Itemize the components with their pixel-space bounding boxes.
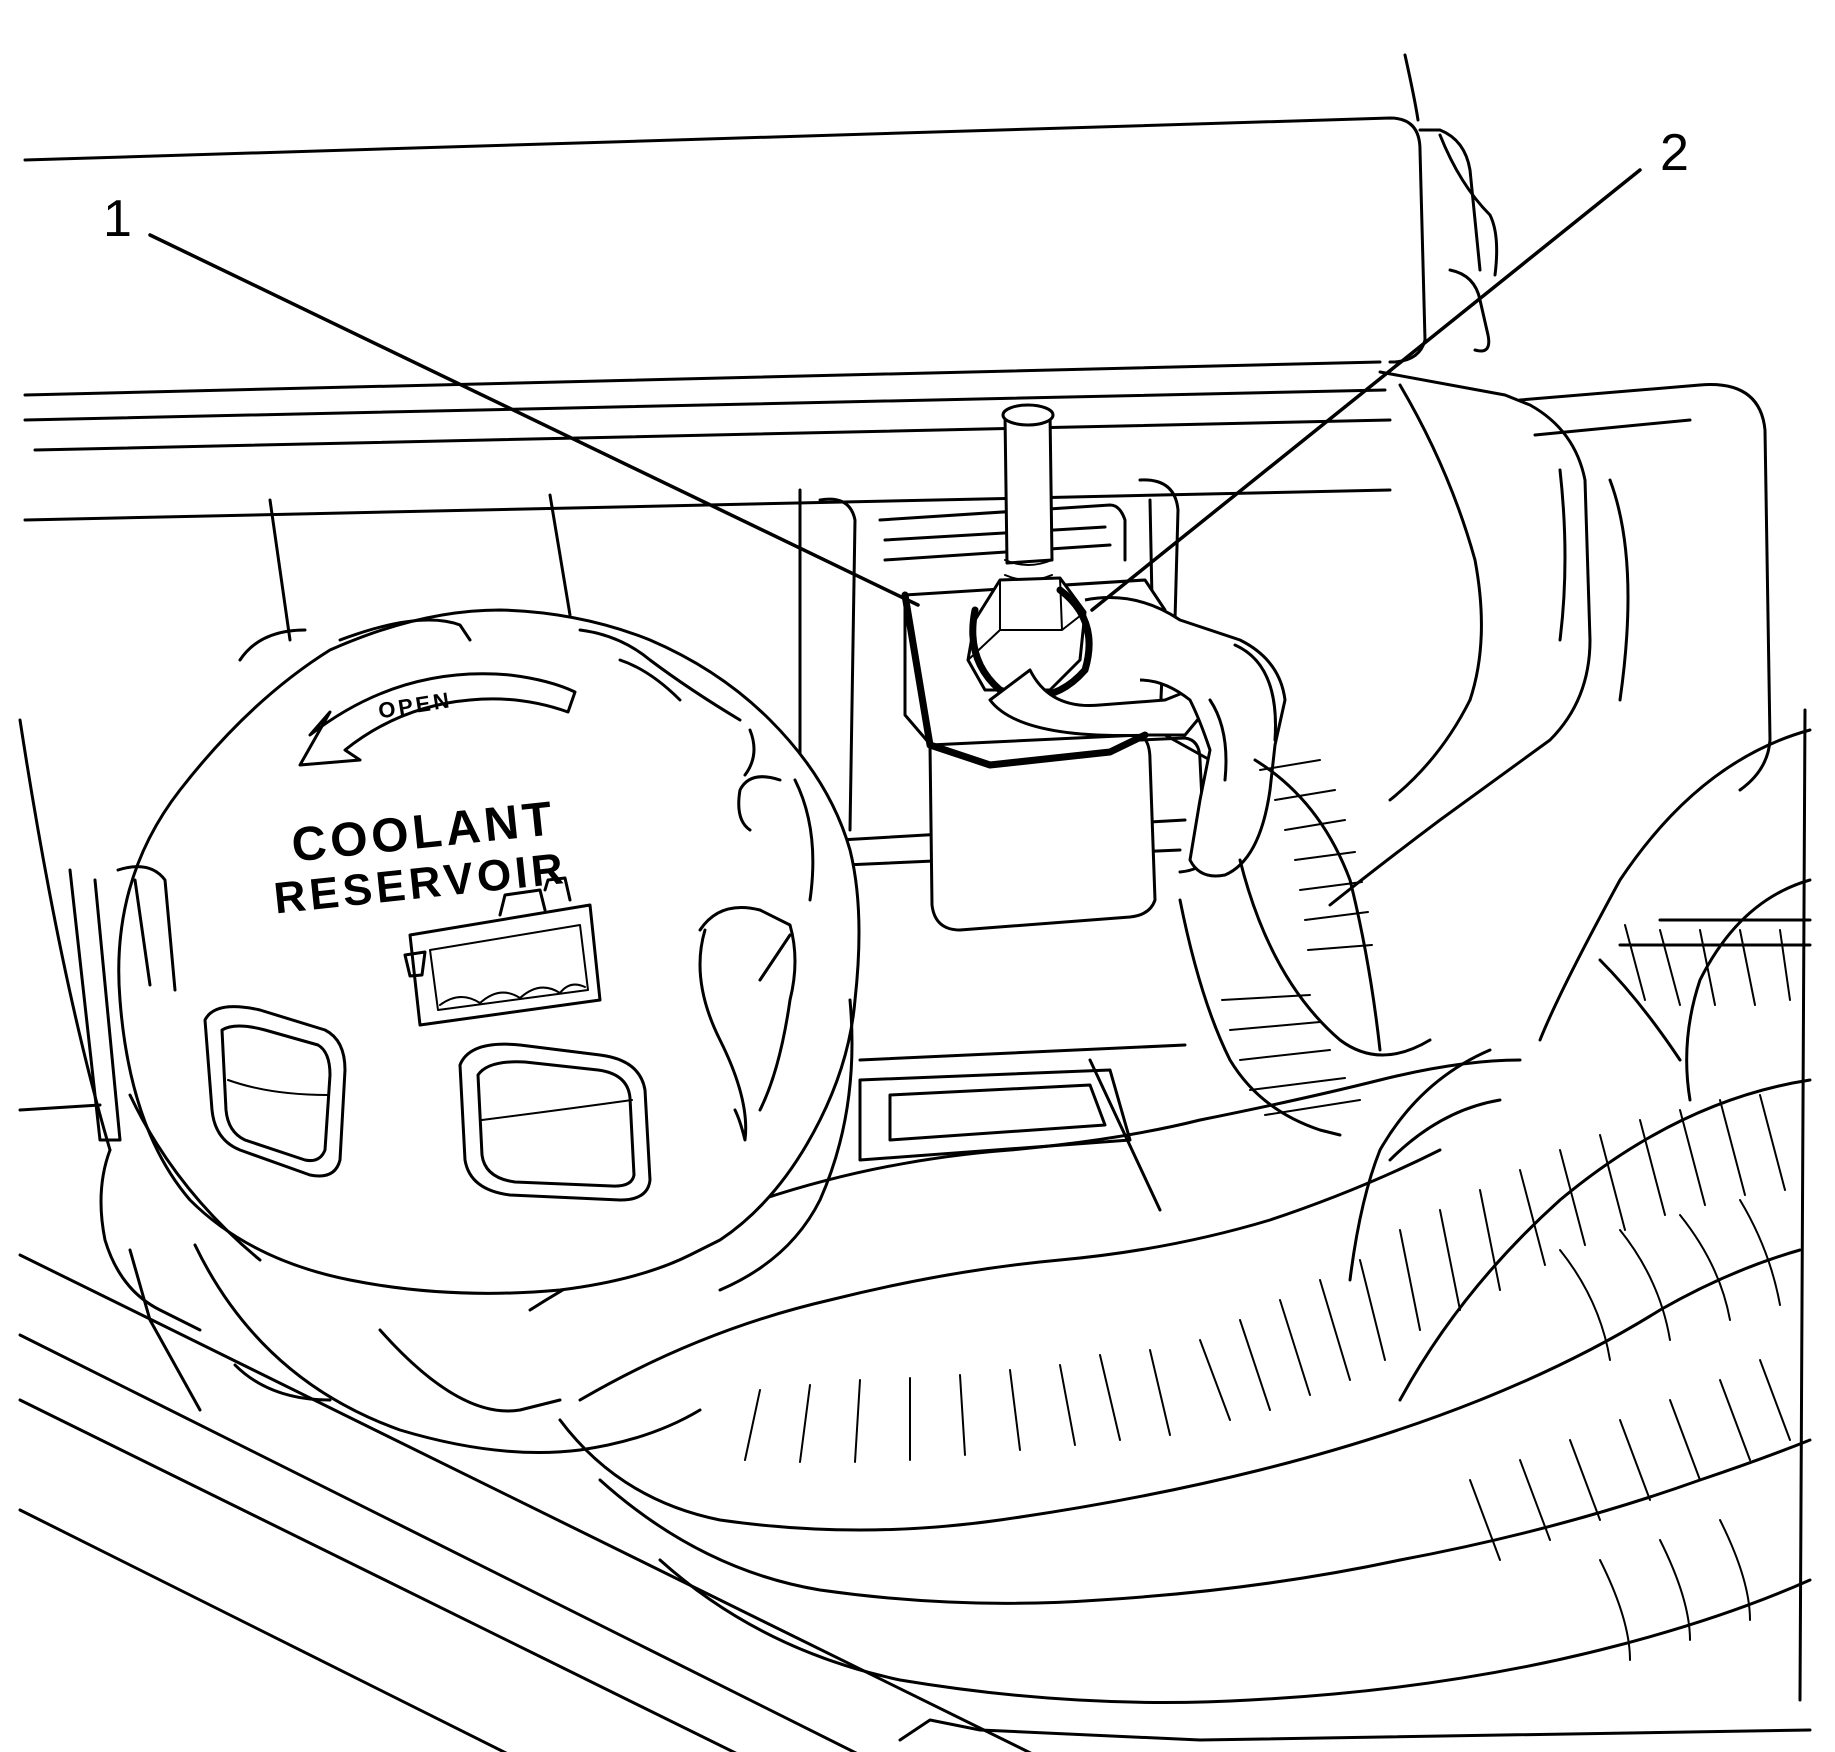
hose-ribs: [744, 759, 1791, 1661]
sensor-nut[interactable]: [966, 403, 1093, 701]
reservoir-cap: [116, 608, 861, 1454]
callout-leaders: [148, 168, 1642, 612]
leader-line-2: [1090, 168, 1642, 612]
right-housing: [1328, 370, 1807, 1702]
left-structure: [18, 493, 1032, 1752]
leader-line-1: [148, 233, 920, 607]
callout-labels: 1 2: [103, 124, 1689, 248]
coolant-hoses: [528, 728, 1812, 1742]
callout-2: 2: [1660, 124, 1689, 182]
upper-panel: [23, 53, 1499, 522]
callout-1: 1: [103, 190, 132, 248]
terminal-lead[interactable]: [901, 591, 1287, 878]
